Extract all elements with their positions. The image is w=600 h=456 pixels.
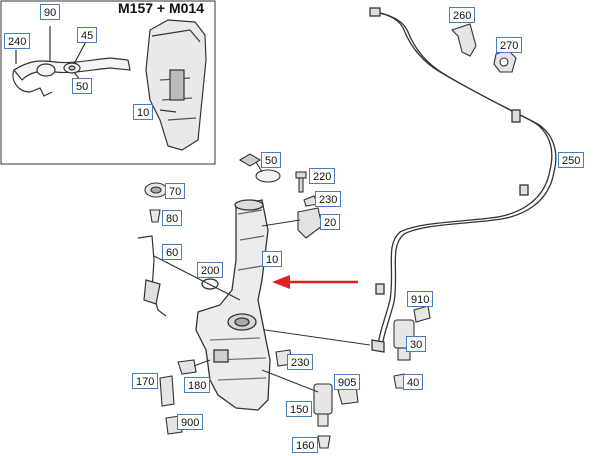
callout-30: 30 bbox=[406, 336, 427, 352]
bracket bbox=[261, 195, 323, 239]
screw bbox=[295, 171, 307, 193]
callout-260: 260 bbox=[449, 7, 476, 23]
callout-150: 150 bbox=[286, 401, 313, 417]
fill-pipe bbox=[137, 235, 241, 317]
clip-parts bbox=[450, 23, 517, 73]
callout-40: 40 bbox=[403, 374, 424, 390]
callout-20: 20 bbox=[320, 214, 341, 230]
callout-160: 160 bbox=[292, 437, 319, 453]
callout-70: 70 bbox=[165, 183, 186, 199]
callout-10-inset: 10 bbox=[133, 104, 154, 120]
red-arrow bbox=[272, 275, 358, 289]
inset-frame bbox=[0, 0, 216, 165]
callout-10: 10 bbox=[262, 251, 283, 267]
callout-250: 250 bbox=[558, 152, 585, 168]
filler-cap bbox=[238, 153, 281, 183]
inset-reservoir bbox=[145, 19, 207, 151]
wiring-harness bbox=[229, 7, 557, 353]
callout-60: 60 bbox=[162, 244, 183, 260]
callout-230: 230 bbox=[287, 354, 314, 370]
callout-910: 910 bbox=[407, 291, 434, 307]
callout-45: 45 bbox=[77, 27, 98, 43]
callout-240: 240 bbox=[4, 33, 31, 49]
callout-270: 270 bbox=[496, 37, 523, 53]
callout-90: 90 bbox=[40, 4, 61, 20]
callout-230-top: 230 bbox=[315, 191, 342, 207]
level-sensor bbox=[144, 182, 168, 223]
callout-80: 80 bbox=[162, 210, 183, 226]
inset-title: M157 + M014 bbox=[118, 0, 204, 16]
inset-hose bbox=[12, 26, 131, 97]
callout-170: 170 bbox=[132, 373, 159, 389]
callout-220: 220 bbox=[309, 168, 336, 184]
callout-900: 900 bbox=[177, 414, 204, 430]
callout-200: 200 bbox=[197, 262, 224, 278]
callout-50: 50 bbox=[261, 152, 282, 168]
callout-50-inset: 50 bbox=[72, 78, 93, 94]
washer-reservoir bbox=[195, 199, 271, 411]
callout-905: 905 bbox=[334, 374, 361, 390]
callout-180: 180 bbox=[184, 377, 211, 393]
seal-ring bbox=[201, 278, 219, 290]
